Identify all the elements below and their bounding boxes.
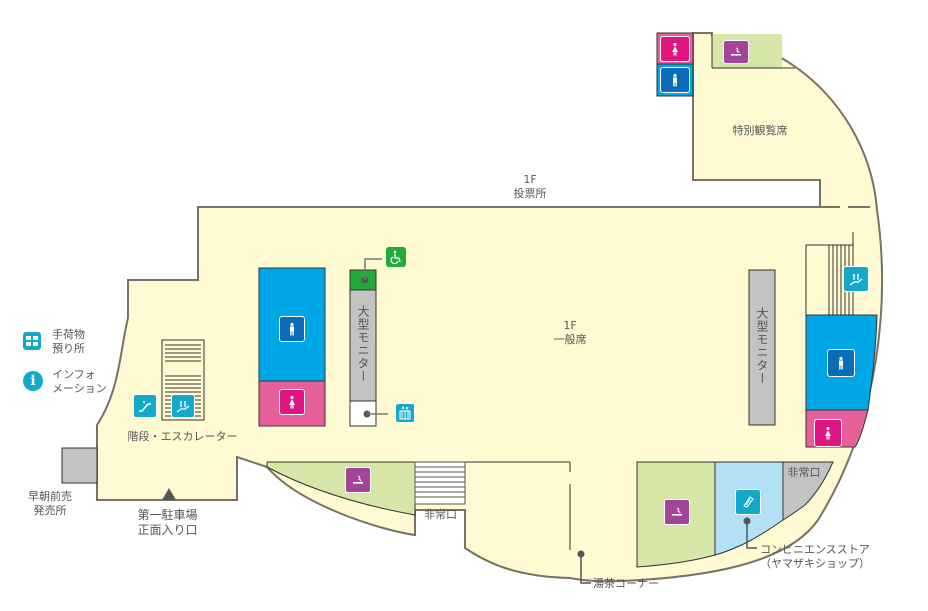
stairs-icon-right [843,266,869,292]
entrance-line2: 正面入り口 [137,523,198,537]
legend-luggage-line2: 預り所 [52,342,85,355]
large-monitor-left [349,289,377,402]
womens-restroom-icon [279,389,305,415]
womens-restroom-icon-top [660,36,690,62]
information-icon: i [23,371,43,391]
legend-luggage-label: 手荷物 預り所 [52,328,85,356]
smoking-area-icon-bottom-right [664,499,690,525]
smoking-area-icon-top [723,40,749,64]
monitor-left-label: 大型モニター [356,305,370,383]
stairs-escalator-label: 階段・エスカレーター [127,430,238,443]
entrance-line1: 第一駐車場 [137,508,198,522]
tea-corner-label: 湯茶コーナー [593,577,659,590]
legend-information-line2: メーション [52,382,107,395]
stairs-icon-left [171,394,195,418]
early-sales-line1: 早朝前売 [28,490,72,503]
voting-office-floor: 1F [523,173,537,186]
main-entrance-label: 第一駐車場 正面入り口 [130,508,205,538]
smoking-area-icon-bottom [345,467,371,493]
entrance-arrow-icon [162,488,176,500]
general-seats-name: 一般席 [553,333,587,346]
elevator-icon [395,403,415,423]
convenience-line2: （ヤマザキショップ） [760,557,870,570]
smoking-area-bottom [266,461,416,516]
convenience-line1: コンビニエンスストア [760,543,870,556]
legend-luggage-line1: 手荷物 [52,328,85,341]
special-seats-label: 特別観覧席 [732,124,788,137]
wheelchair-accessible-icon [386,247,406,267]
early-sales-line2: 発売所 [33,504,67,517]
emergency-exit-bottom-label: 非常口 [424,508,457,521]
mens-restroom-icon-right [827,349,855,377]
mens-restroom-icon [279,316,305,342]
escalator-icon [133,394,157,418]
convenience-store-icon [735,489,761,515]
luggage-storage-icon [23,332,41,350]
emergency-exit-right [782,461,834,521]
convenience-store-label: コンビニエンスストア （ヤマザキショップ） [760,543,870,571]
legend-information-label: インフォ メーション [52,368,107,396]
monitor-right-label: 大型モニター [755,307,769,385]
mens-restroom-icon-top [660,67,690,93]
large-monitor-right [748,269,776,426]
early-sales-label: 早朝前売 発売所 [20,490,80,518]
general-seats-label: 1F 一般席 [540,319,600,347]
voting-office-label: 1F 投票所 [500,173,560,201]
legend-information-line1: インフォ [52,368,96,381]
early-sales-booth [61,447,98,484]
general-seats-floor: 1F [563,319,577,332]
emergency-exit-right-label: 非常口 [787,466,821,479]
voting-office-name: 投票所 [513,187,547,200]
womens-restroom-icon-right [814,419,842,447]
